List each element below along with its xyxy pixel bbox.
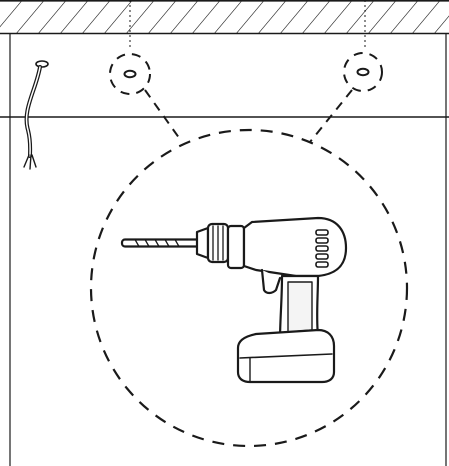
hatched-ceiling xyxy=(0,0,449,35)
drill-hole-left xyxy=(109,53,151,95)
connector-right xyxy=(309,89,353,143)
connector-left xyxy=(144,89,183,143)
power-cable-icon xyxy=(23,60,49,170)
drill-hole-right xyxy=(343,52,383,92)
cordless-drill-icon xyxy=(120,216,348,384)
dashed-zoom-circle xyxy=(89,128,409,448)
